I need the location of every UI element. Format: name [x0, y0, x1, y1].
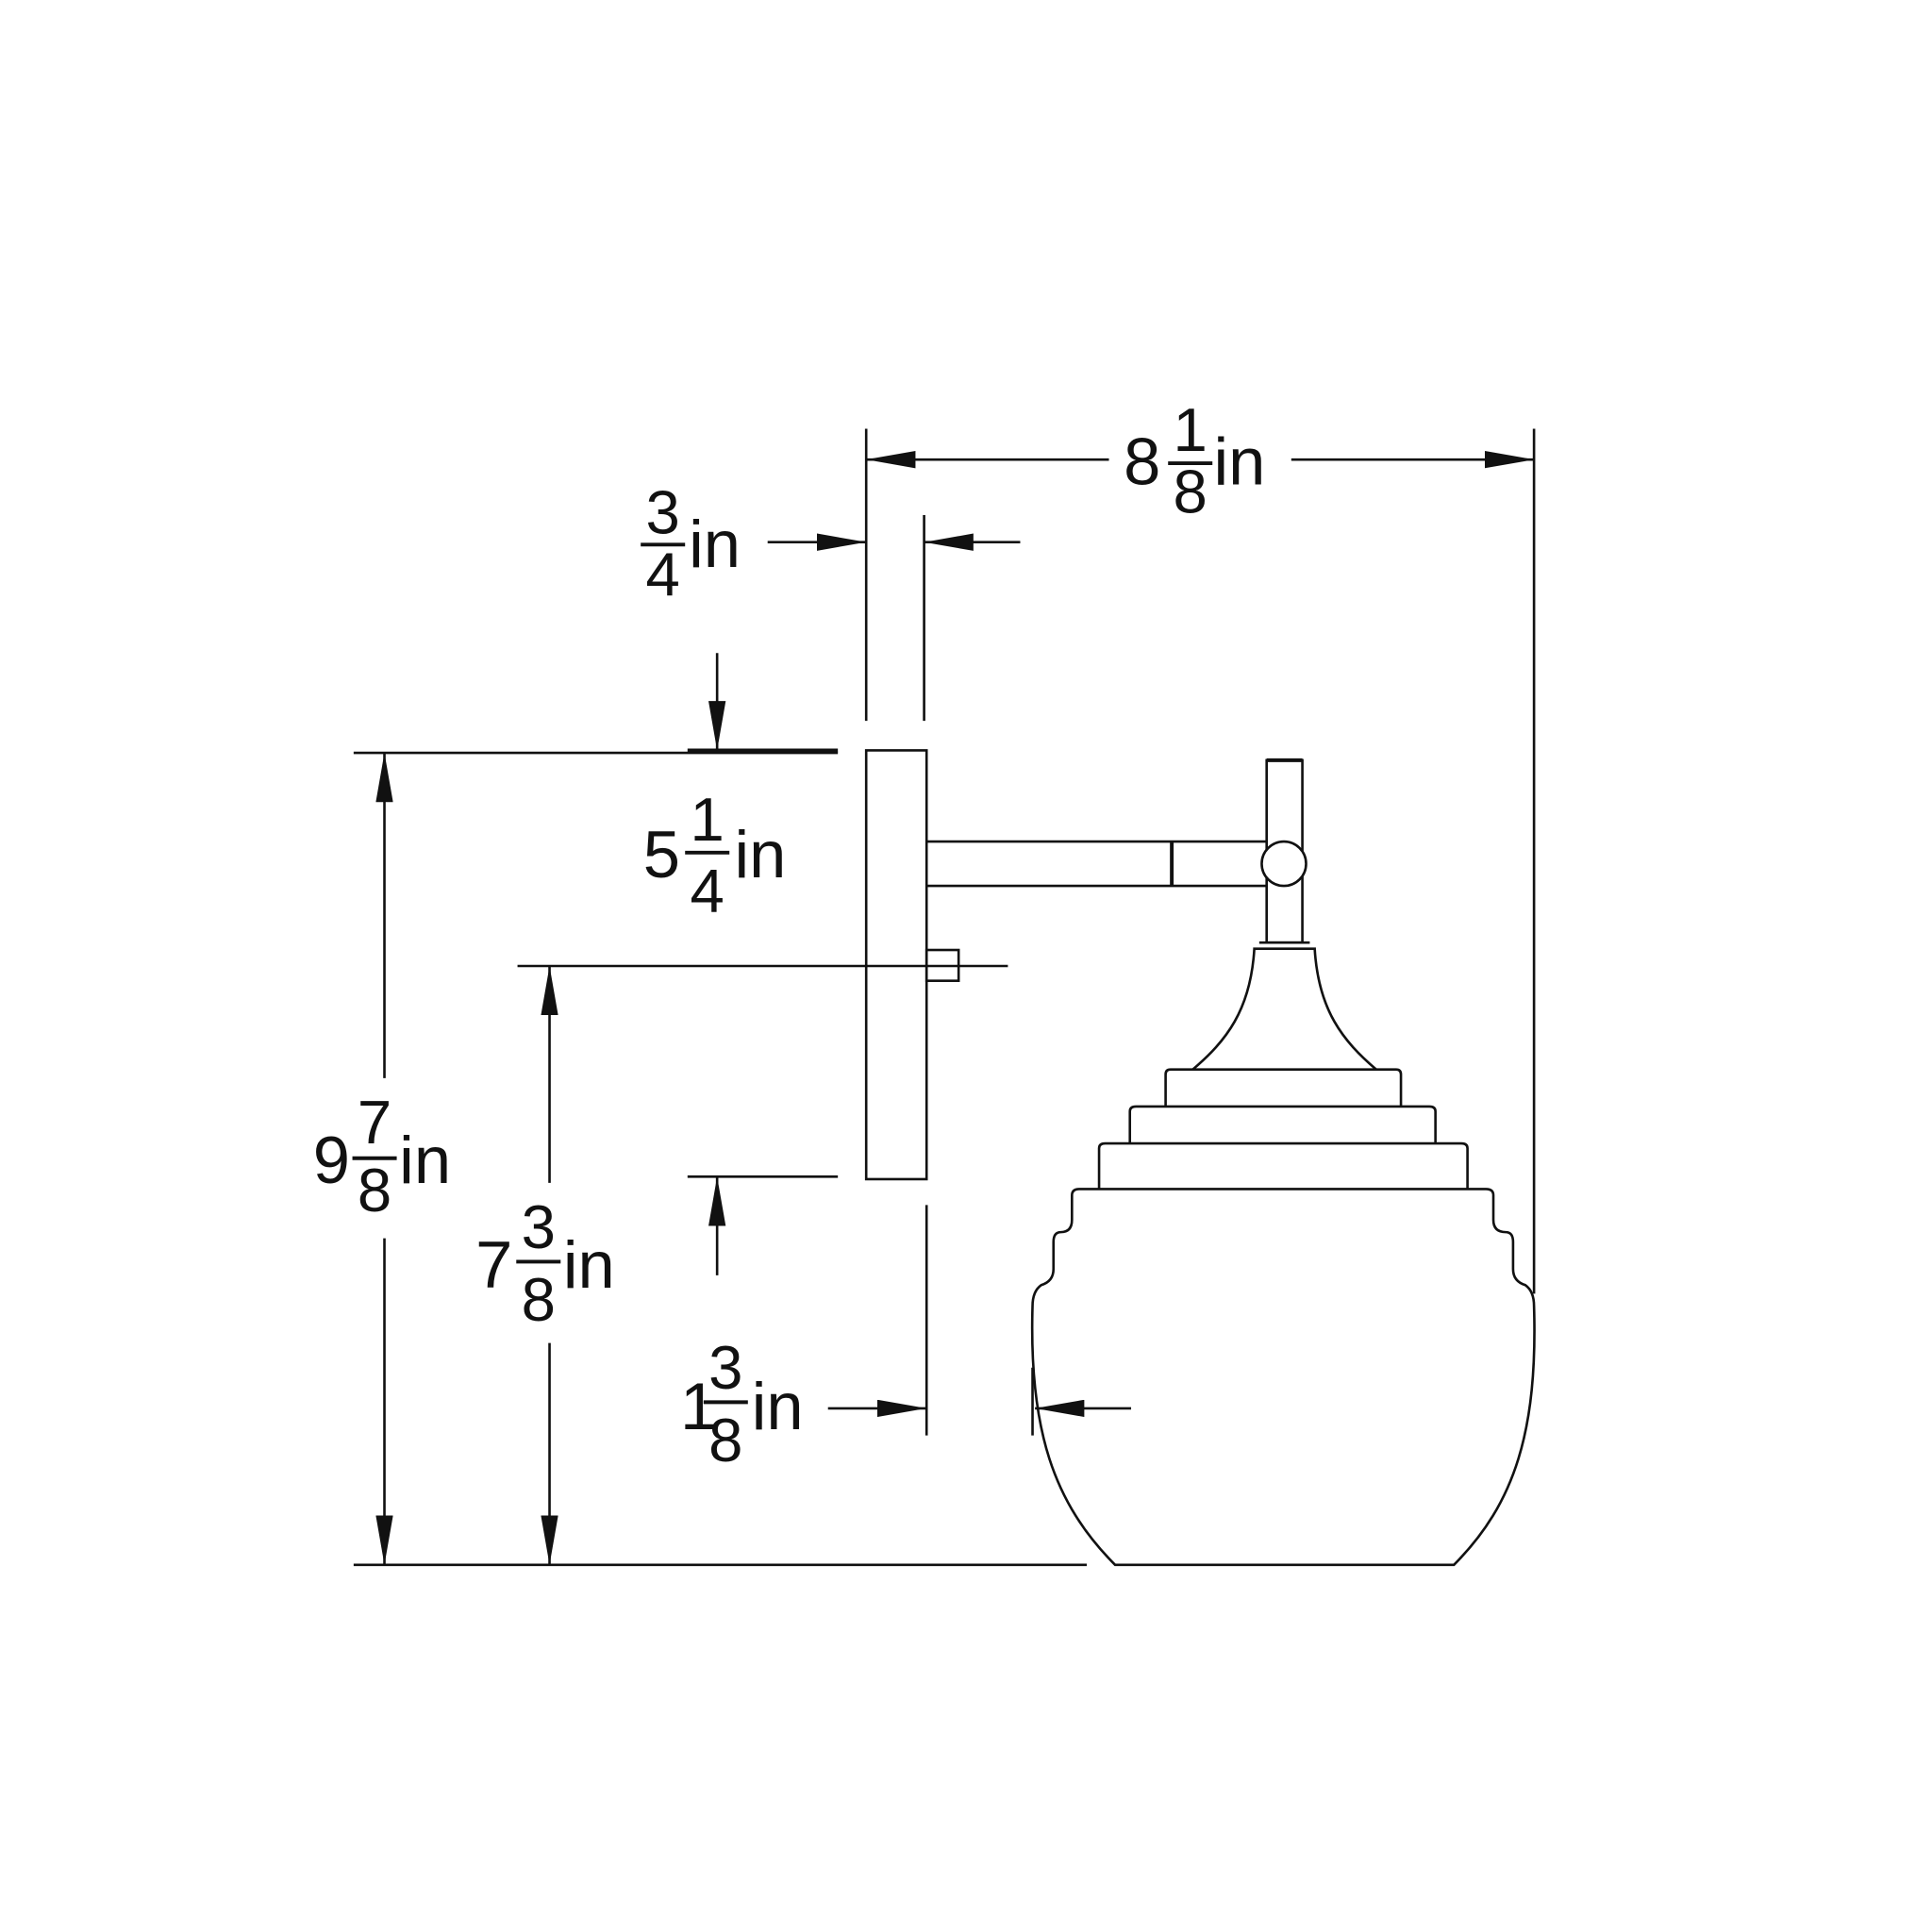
dim-numerator: 3	[522, 1192, 556, 1261]
dim-unit: in	[563, 1227, 615, 1302]
dim-unit: in	[1214, 424, 1266, 498]
dim-backplate-depth: 3 4 in	[641, 478, 1021, 722]
dim-numerator: 1	[1174, 395, 1208, 464]
dim-backplate-height: 5 1 4 in	[353, 653, 839, 1275]
arm	[926, 840, 1267, 888]
dim-denominator: 4	[646, 540, 680, 608]
dim-overall-height: 9 7 8 in	[313, 753, 1087, 1567]
fixture	[864, 749, 1536, 1567]
dim-whole: 5	[643, 817, 680, 891]
dim-unit: in	[752, 1369, 804, 1443]
dim-overall-width: 8 1 8 in	[864, 395, 1536, 1294]
dim-numerator: 7	[358, 1088, 391, 1157]
dim-mount-to-bottom: 7 3 8 in	[475, 964, 1008, 1565]
dim-unit: in	[734, 817, 786, 891]
dim-wall-clearance: 1 3 8 in	[680, 1205, 1132, 1474]
dim-denominator: 8	[358, 1156, 391, 1224]
dim-numerator: 3	[646, 478, 680, 547]
dim-whole: 9	[313, 1123, 350, 1197]
dim-unit: in	[689, 507, 741, 581]
dim-whole: 1	[680, 1369, 717, 1443]
dim-denominator: 4	[691, 857, 724, 925]
swivel-knuckle	[1260, 840, 1307, 888]
dim-whole: 8	[1124, 424, 1160, 498]
dim-denominator: 8	[522, 1265, 556, 1334]
bell-cap	[1191, 941, 1377, 1071]
dim-denominator: 8	[1174, 457, 1208, 525]
dim-numerator: 1	[691, 785, 724, 854]
dim-numerator: 3	[708, 1333, 742, 1402]
dim-denominator: 8	[708, 1406, 742, 1474]
dim-whole: 7	[475, 1227, 512, 1302]
dim-unit: in	[399, 1123, 451, 1197]
shade	[1030, 1068, 1536, 1567]
